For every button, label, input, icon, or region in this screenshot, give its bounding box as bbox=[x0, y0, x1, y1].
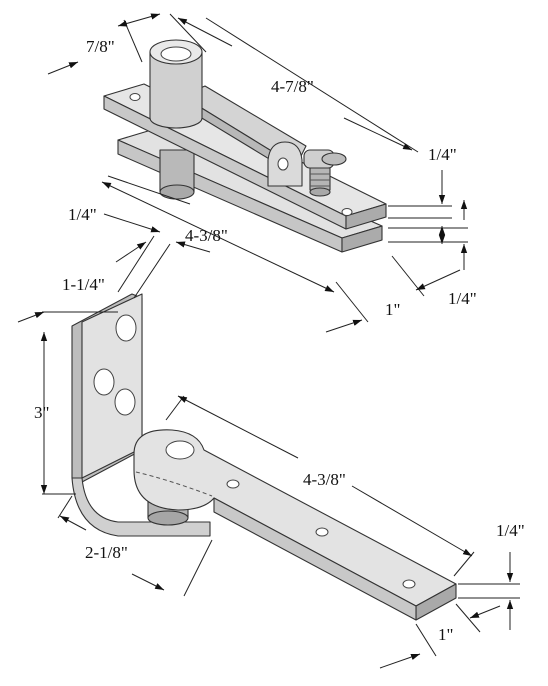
label-top-plate-width: 1" bbox=[385, 300, 400, 319]
bottom-l-bracket bbox=[71, 293, 211, 537]
dimension-bottom-arm-thickness: 1/4" bbox=[458, 521, 525, 630]
label-bottom-arm-width: 1" bbox=[438, 625, 453, 644]
label-pin-diameter: 7/8" bbox=[86, 37, 115, 56]
label-bracket-width: 1-1/4" bbox=[62, 275, 105, 294]
top-pin-stub bbox=[159, 149, 195, 200]
dimension-bracket-height: 3" bbox=[17, 311, 118, 495]
label-bracket-depth: 2-1/8" bbox=[85, 543, 128, 562]
dimension-bottom-arm-width: 1" bbox=[379, 603, 501, 669]
top-pivot-pin bbox=[149, 39, 203, 129]
dimension-top-arm-length: 4-7/8" bbox=[177, 17, 419, 153]
label-top-plate-thickness-lower: 1/4" bbox=[448, 289, 477, 308]
label-top-plate-gap: 1/4" bbox=[68, 205, 97, 224]
label-top-plate-length: 4-3/8" bbox=[185, 226, 228, 245]
label-bottom-arm-thickness: 1/4" bbox=[496, 521, 525, 540]
plate-hole bbox=[341, 208, 353, 216]
bottom-pivot-arm bbox=[133, 429, 457, 621]
top-clevis-bracket bbox=[267, 141, 303, 187]
top-pivot-assembly bbox=[103, 39, 387, 253]
dimension-top-plate-width: 1" bbox=[325, 255, 461, 333]
dimension-top-plate-thickness-lower: 1/4" bbox=[388, 226, 477, 308]
dimension-top-plate-length: 4-3/8" bbox=[101, 175, 335, 293]
plate-hole bbox=[129, 93, 141, 101]
dimension-bracket-depth: 2-1/8" bbox=[57, 495, 213, 597]
label-bracket-height: 3" bbox=[34, 403, 49, 422]
dimension-top-plate-gap: 1/4" bbox=[68, 205, 211, 253]
label-top-plate-thickness-upper: 1/4" bbox=[428, 145, 457, 164]
label-bottom-arm-length: 4-3/8" bbox=[303, 470, 346, 489]
label-top-arm-length: 4-7/8" bbox=[271, 77, 314, 96]
dimension-bottom-arm-length: 4-3/8" bbox=[165, 395, 475, 577]
dimension-bracket-width: 1-1/4" bbox=[62, 235, 171, 299]
dimension-top-plate-thickness-upper: 1/4" bbox=[388, 145, 468, 220]
bottom-pivot-assembly bbox=[71, 293, 457, 621]
dimension-pin-diameter: 7/8" bbox=[47, 13, 207, 75]
